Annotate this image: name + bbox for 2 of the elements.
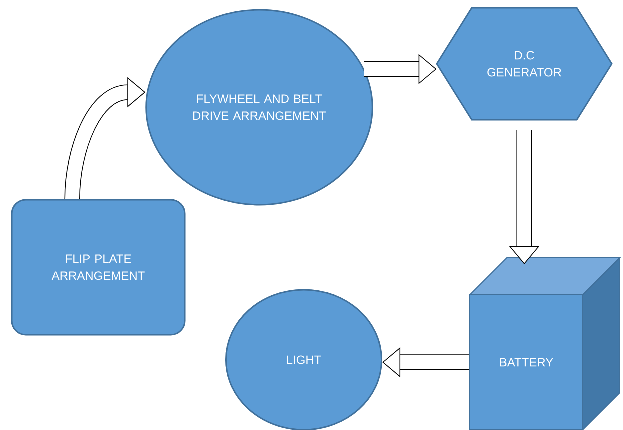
process-box: FLIP PLATE ARRANGEMENT — [11, 199, 186, 336]
generator-hexagon: D.C GENERATOR — [436, 7, 613, 121]
